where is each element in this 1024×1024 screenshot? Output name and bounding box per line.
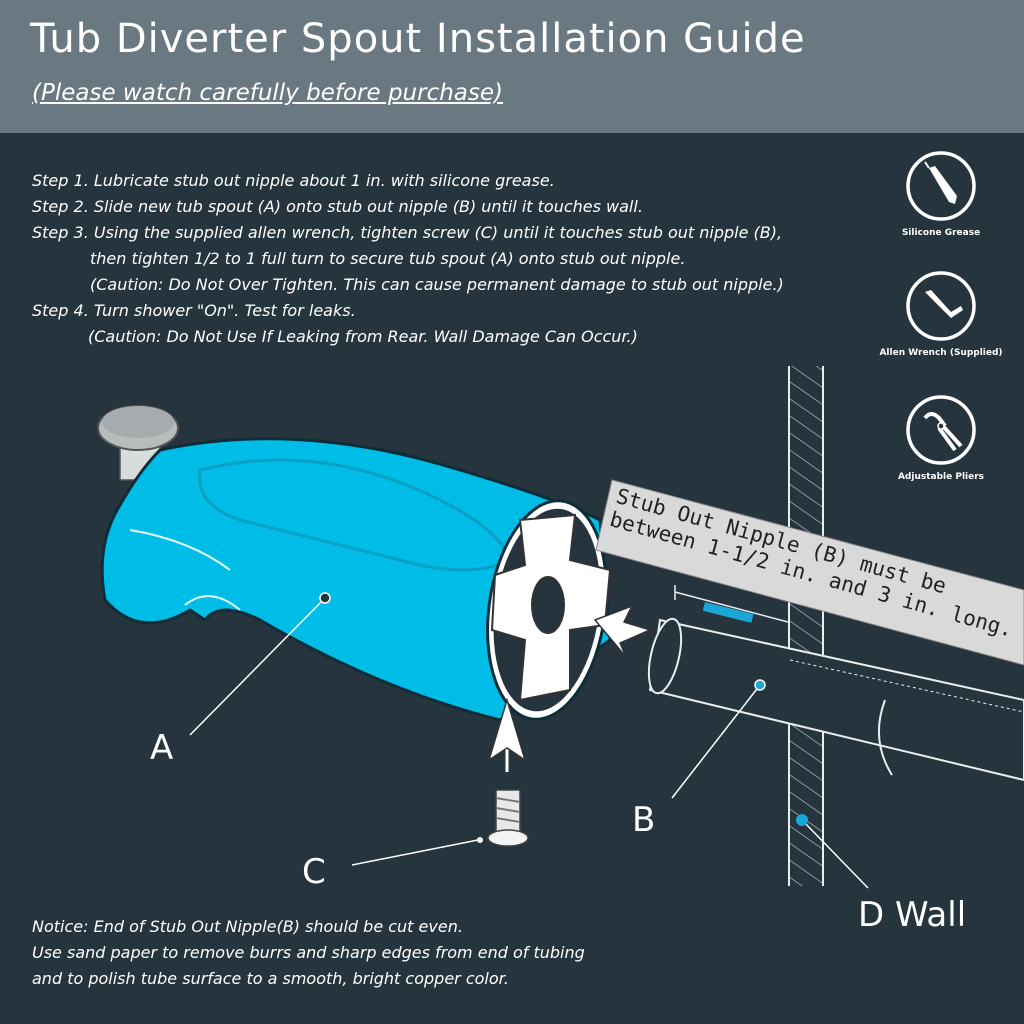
callout-d-wall: D Wall <box>858 895 967 935</box>
length-banner-shape <box>595 479 1024 666</box>
tub-spout <box>97 405 612 722</box>
page-subtitle: (Please watch carefully before purchase) <box>32 80 503 106</box>
page-title: Tub Diverter Spout Installation Guide <box>30 16 806 62</box>
wall <box>788 366 824 886</box>
step-4-caution: (Caution: Do Not Use If Leaking from Rea… <box>88 327 638 346</box>
step-3-continued: then tighten 1/2 to 1 full turn to secur… <box>90 249 686 268</box>
header-bar <box>0 0 1024 133</box>
tool-allen-wrench: Allen Wrench (Supplied) <box>876 270 1006 358</box>
tool-adjustable-pliers: Adjustable Pliers <box>876 394 1006 482</box>
stub-out-nipple <box>647 585 1024 782</box>
step-3: Step 3. Using the supplied allen wrench,… <box>32 223 783 242</box>
step-2: Step 2. Slide new tub spout (A) onto stu… <box>32 197 643 216</box>
notice-line-3: and to polish tube surface to a smooth, … <box>32 969 509 988</box>
set-screw <box>487 789 529 847</box>
callout-a: A <box>150 728 174 768</box>
step-4: Step 4. Turn shower "On". Test for leaks… <box>32 301 356 320</box>
tool-silicone-grease: Silicone Grease <box>876 150 1006 238</box>
notice-line-1: Notice: End of Stub Out Nipple(B) should… <box>32 917 463 936</box>
callout-b: B <box>632 800 656 840</box>
adjustable-pliers-icon <box>906 395 976 465</box>
tool-label: Allen Wrench (Supplied) <box>879 348 1003 358</box>
callout-c: C <box>302 852 326 892</box>
callout-leaders <box>189 592 869 889</box>
arrows <box>487 604 653 772</box>
allen-wrench-icon <box>906 271 976 341</box>
notice: Notice: End of Stub Out Nipple(B) should… <box>32 914 732 992</box>
tool-label: Silicone Grease <box>901 228 981 238</box>
notice-line-2: Use sand paper to remove burrs and sharp… <box>32 943 585 962</box>
silicone-grease-icon <box>906 151 976 221</box>
tool-label: Adjustable Pliers <box>897 472 985 482</box>
instruction-steps: Step 1. Lubricate stub out nipple about … <box>32 168 832 350</box>
step-3-caution: (Caution: Do Not Over Tighten. This can … <box>90 275 784 294</box>
step-1: Step 1. Lubricate stub out nipple about … <box>32 171 555 190</box>
